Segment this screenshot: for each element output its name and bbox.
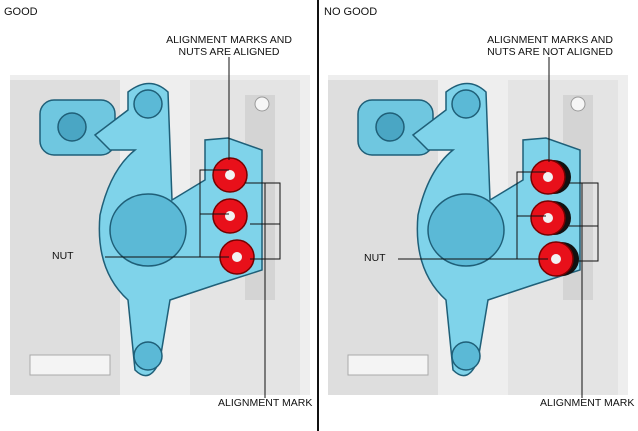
knuckle-bracket <box>357 82 581 377</box>
good-illustration <box>10 57 310 398</box>
callout-nut: NUT <box>364 252 386 264</box>
panel-no-good: NO GOOD ALIGNMENT MARKS AND NUTS ARE NOT… <box>320 0 638 431</box>
no-good-illustration <box>328 57 628 398</box>
callout-not-aligned-line2: NUTS ARE NOT ALIGNED <box>487 46 613 58</box>
callout-aligned-line1: ALIGNMENT MARKS AND <box>166 34 292 46</box>
panel-good: GOOD ALIGNMENT MARKS AND NUTS ARE ALIGNE… <box>0 0 318 431</box>
knuckle-bracket <box>39 82 263 377</box>
callout-not-aligned-line1: ALIGNMENT MARKS AND <box>487 34 613 46</box>
nuts-not-aligned <box>530 159 579 277</box>
callout-alignment-mark: ALIGNMENT MARK <box>218 397 313 409</box>
nuts-aligned <box>212 157 255 275</box>
callout-aligned-line2: NUTS ARE ALIGNED <box>178 46 280 58</box>
leader-lines <box>398 57 599 398</box>
leader-lines <box>105 57 281 398</box>
panel-divider <box>317 0 319 431</box>
callout-nut: NUT <box>52 250 74 262</box>
heading-good: GOOD <box>4 6 38 18</box>
heading-no-good: NO GOOD <box>324 6 378 18</box>
callout-alignment-mark: ALIGNMENT MARK <box>540 397 635 409</box>
